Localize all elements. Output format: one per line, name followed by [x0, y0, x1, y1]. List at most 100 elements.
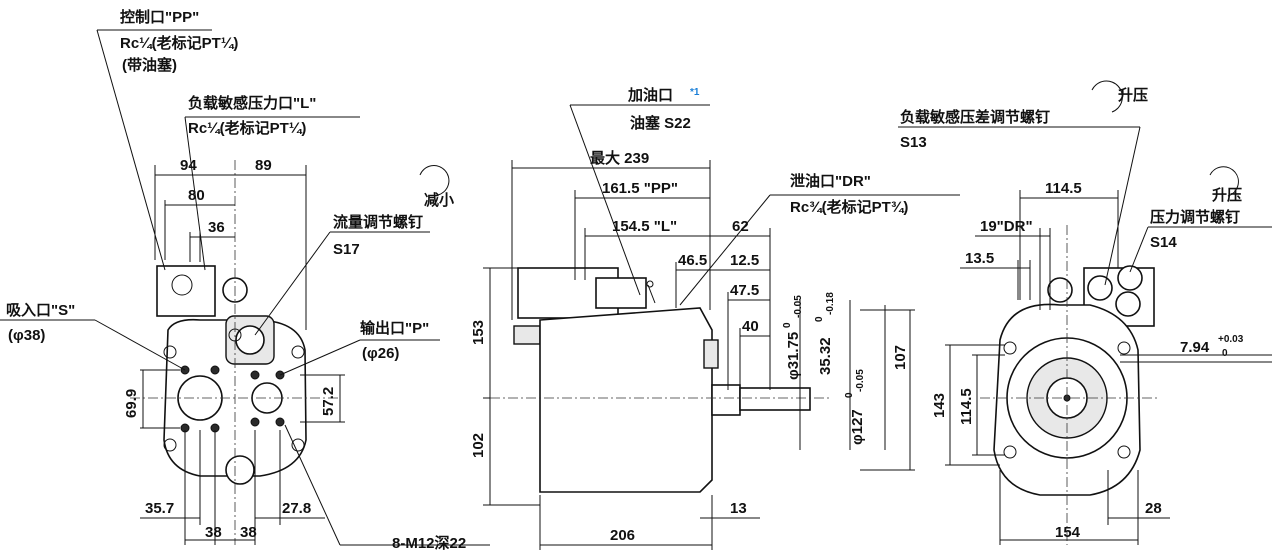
side-boss	[703, 339, 719, 369]
dim-114-5-top: 114.5	[1045, 180, 1082, 197]
lower-boss	[225, 455, 255, 485]
right-dimension-lines	[898, 80, 1272, 545]
adjust-boss	[1115, 291, 1141, 317]
rise-label-2: 升压	[1212, 187, 1242, 204]
dim-key-tol: -0.18	[825, 292, 836, 315]
valve-body	[595, 277, 647, 309]
body-bolt	[291, 438, 305, 452]
flow-screw-label: 流量调节螺钉	[333, 213, 423, 231]
dim-89: 89	[255, 157, 272, 174]
suction-port-label: 吸入口"S"	[6, 302, 75, 319]
outlet-dia-label: (φ26)	[362, 345, 399, 362]
bolt-pattern	[163, 328, 305, 452]
dim-80: 80	[188, 187, 205, 204]
body-bolt	[163, 345, 177, 359]
flow-screw-code: S17	[333, 241, 360, 258]
pressure-screw-code: S14	[1150, 234, 1177, 251]
dim-13: 13	[730, 500, 747, 517]
dim-shaft-tol0: 0	[782, 322, 793, 328]
bolt-hole	[250, 417, 260, 427]
dim-35-7: 35.7	[145, 500, 174, 517]
fill-plug-label: 油塞 S22	[630, 114, 691, 132]
control-port-plug: (带油塞)	[122, 56, 177, 74]
dim-36: 36	[208, 219, 225, 236]
pump-housing-side	[539, 307, 713, 493]
dim-pilot-tol: -0.05	[855, 369, 866, 392]
control-port-title: 控制口"PP"	[120, 8, 199, 26]
dim-28: 28	[1145, 500, 1162, 517]
control-port-circle	[171, 274, 193, 296]
dim-7-94-tol-lo: 0	[1222, 348, 1228, 359]
fill-port-label: 加油口	[627, 86, 673, 104]
middle-view: 加油口 *1 油塞 S22 泄油口"DR" Rc¾(老标记PT¾) 最大 239…	[470, 86, 960, 550]
dim-12-5: 12.5	[730, 252, 759, 269]
control-port-thread: Rc¼(老标记PT¼)	[120, 34, 238, 52]
dim-107: 107	[892, 345, 909, 370]
lifting-eye-right	[1047, 277, 1073, 303]
dim-40: 40	[742, 318, 759, 335]
right-view: 升压 负载敏感压差调节螺钉 S13 升压 压力调节螺钉 S14 114.5 19…	[898, 80, 1272, 545]
dim-154-5: 154.5 "L"	[612, 218, 677, 235]
dim-19-dr: 19"DR"	[980, 218, 1033, 235]
drain-port-label: 泄油口"DR"	[790, 172, 871, 190]
dim-38b: 38	[240, 524, 257, 541]
dim-7-94: 7.94	[1180, 339, 1210, 356]
dim-13-5: 13.5	[965, 250, 994, 267]
ls-diff-screw-label: 负载敏感压差调节螺钉	[900, 108, 1050, 126]
control-block	[156, 265, 216, 317]
dim-max-239: 最大 239	[590, 149, 649, 167]
left-view: 控制口"PP" Rc¼(老标记PT¼) (带油塞) 负载敏感压力口"L" Rc¼…	[0, 8, 490, 552]
bolt-hole	[275, 417, 285, 427]
flange-bolt	[1117, 445, 1131, 459]
dim-154: 154	[1055, 524, 1081, 541]
dim-153: 153	[470, 320, 487, 345]
middle-dimension-lines	[483, 104, 960, 550]
dim-shaft-tol: -0.05	[793, 295, 804, 318]
fill-port-mark: *1	[690, 87, 700, 98]
outlet-port-label: 输出口"P"	[360, 319, 429, 337]
rise-arrow-2	[1209, 166, 1239, 197]
dim-pilot-dia: φ127	[849, 409, 866, 445]
decrease-arrow	[419, 165, 450, 196]
decrease-label: 减小	[424, 191, 454, 209]
dim-114-5-side: 114.5	[958, 388, 975, 425]
dim-key-height: 35.32	[817, 337, 834, 375]
flow-adjuster-knob	[235, 325, 265, 355]
diff-screw	[1087, 275, 1113, 301]
left-dimension-lines	[0, 29, 490, 546]
body-bolt	[291, 345, 305, 359]
bolt-hole	[210, 365, 220, 375]
flange-bolt	[1003, 341, 1017, 355]
dim-143: 143	[931, 393, 948, 418]
dim-38a: 38	[205, 524, 222, 541]
dim-pilot-tol0: 0	[844, 392, 855, 398]
bolt-hole	[250, 370, 260, 380]
pressure-screw	[1117, 265, 1143, 291]
dim-206: 206	[610, 527, 635, 544]
dim-161-5: 161.5 "PP"	[602, 180, 678, 197]
dim-27-8: 27.8	[282, 500, 311, 517]
rise-label-1: 升压	[1118, 87, 1148, 104]
drain-thread-label: Rc¾(老标记PT¾)	[790, 198, 908, 216]
suction-dia-label: (φ38)	[8, 327, 45, 344]
dim-46-5: 46.5	[678, 252, 707, 269]
pressure-screw-label: 压力调节螺钉	[1150, 208, 1240, 226]
dim-key-tol0: 0	[814, 316, 825, 322]
dim-102: 102	[470, 433, 487, 458]
dim-69-9: 69.9	[123, 389, 140, 418]
flange-bolt	[1003, 445, 1017, 459]
drive-shaft	[739, 387, 811, 411]
dim-62: 62	[732, 218, 749, 235]
dim-47-5: 47.5	[730, 282, 759, 299]
bolts-label: 8-M12深22	[392, 534, 466, 552]
flange-bolt	[1117, 341, 1131, 355]
dim-shaft-dia: φ31.75	[785, 332, 802, 380]
pilot-ring	[711, 384, 741, 416]
rise-arrow-1	[1091, 80, 1123, 113]
dim-57-2: 57.2	[320, 387, 337, 416]
adjuster-screw	[513, 325, 541, 345]
body-bolt	[163, 438, 177, 452]
dim-94: 94	[180, 157, 197, 174]
load-sense-title: 负载敏感压力口"L"	[188, 94, 316, 112]
